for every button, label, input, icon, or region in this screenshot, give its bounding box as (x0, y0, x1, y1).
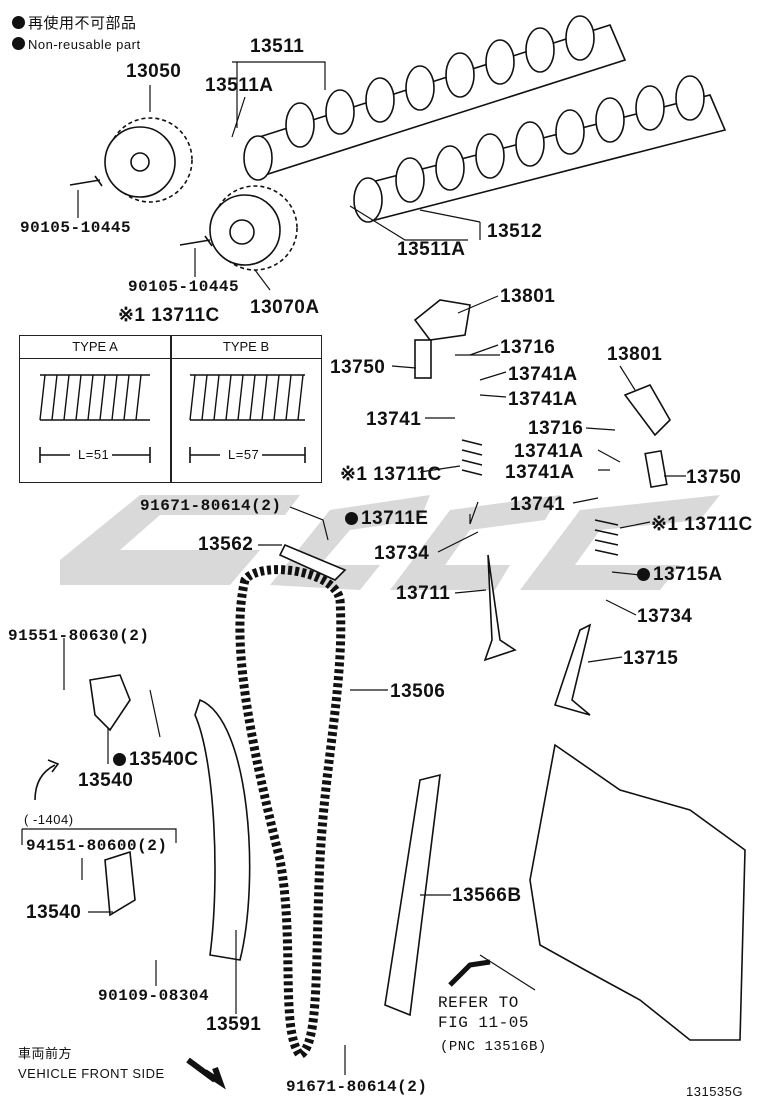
label-13741-2: 13741 (510, 494, 566, 515)
rocker-arm-13801-1 (413, 299, 471, 341)
label-13741a-3: 13741A (514, 441, 584, 462)
spring-type-a-drawing (39, 374, 150, 421)
label-13734-1: 13734 (374, 543, 430, 564)
rocker-arm-13801-2 (623, 383, 671, 437)
lash-adjuster-13750-1 (414, 339, 432, 379)
plate-13562 (278, 543, 347, 581)
label-13511a-top: 13511A (205, 75, 274, 96)
label-91551: 91551-80630(2) (8, 627, 150, 645)
label-13050: 13050 (126, 61, 182, 82)
label-13741a-1: 13741A (508, 364, 578, 385)
valve-13715 (553, 623, 592, 716)
label-13750-1: 13750 (330, 357, 386, 378)
label-13716-2: 13716 (528, 418, 584, 439)
label-13070a: 13070A (250, 297, 320, 318)
valve-spring-1 (461, 439, 483, 476)
label-94151: 94151-80600(2) (26, 837, 168, 855)
label-13566b: 13566B (452, 885, 522, 906)
label-13741a-2: 13741A (508, 389, 578, 410)
label-13715: 13715 (623, 648, 679, 669)
non-reusable-dot-icon (12, 16, 25, 29)
label-13741-1: 13741 (366, 409, 422, 430)
refer-to-line-2: FIG 11-05 (438, 1014, 529, 1032)
label-13711c-1: ※1 13711C (340, 464, 442, 485)
cam-gear-13070a-drawing (209, 185, 298, 271)
label-13591: 13591 (206, 1014, 262, 1035)
non-reusable-dot-icon (113, 753, 126, 766)
length-arrows (39, 447, 306, 463)
label-13715a: 13715A (637, 565, 723, 584)
non-reusable-dot-icon (345, 512, 358, 525)
type-a-length: L=51 (78, 447, 110, 462)
label-13506: 13506 (390, 681, 446, 702)
chain-guide-13591 (194, 698, 251, 961)
label-90105-2: 90105-10445 (128, 278, 240, 296)
label-13711c-2: ※1 13711C (651, 514, 753, 535)
figure-code: 131535G (686, 1084, 743, 1099)
label-13750-2: 13750 (686, 467, 742, 488)
label-13540-1: 13540 (78, 770, 134, 791)
type-b-header: TYPE B (171, 336, 321, 359)
label-13801-2: 13801 (607, 344, 663, 365)
chain-tensioner-13566b (384, 773, 441, 1017)
label-13734-2: 13734 (637, 606, 693, 627)
cam-gear-13050-drawing (104, 117, 193, 203)
spring-type-table: TYPE A TYPE B (19, 335, 322, 483)
table-divider (170, 336, 172, 482)
label-13511: 13511 (250, 36, 305, 57)
label-13711e: 13711E (345, 509, 428, 528)
refer-to-line-1: REFER TO (438, 994, 519, 1012)
vehicle-front-en: VEHICLE FRONT SIDE (18, 1066, 165, 1081)
label-13711: 13711 (396, 583, 451, 604)
camshaft-13511-drawing (243, 15, 627, 181)
type-b-length: L=57 (228, 447, 260, 462)
curved-arrow-icon (34, 759, 60, 801)
tensioner-13540 (89, 674, 131, 732)
label-13801-1: 13801 (500, 286, 556, 307)
bolt-90105-2 (179, 235, 213, 247)
valve-13711 (483, 554, 517, 662)
tensioner-13540-2 (104, 850, 136, 917)
label-13741a-4: 13741A (505, 462, 575, 483)
label-13540c: 13540C (113, 750, 199, 769)
timing-chain-13506 (235, 565, 346, 1061)
spring-table-title: ※1 13711C (118, 305, 220, 326)
oil-pipe (448, 959, 491, 987)
label-range: ( -1404) (24, 812, 74, 827)
leader-lines (21, 61, 686, 1075)
legend-non-reusable-jp: 再使用不可部品 (12, 16, 137, 31)
label-91671-2: 91671-80614(2) (286, 1078, 428, 1096)
legend-non-reusable-en: Non-reusable part (12, 37, 141, 51)
type-a-header: TYPE A (20, 336, 170, 359)
label-13562: 13562 (198, 534, 254, 555)
refer-to-line-3: (PNC 13516B) (440, 1039, 547, 1055)
label-91671-1: 91671-80614(2) (140, 497, 282, 515)
label-13511a-bottom: 13511A (397, 239, 466, 260)
label-90105-1: 90105-10445 (20, 219, 132, 237)
label-13512: 13512 (487, 221, 543, 242)
camshaft-13512-drawing (353, 75, 727, 223)
label-13716-1: 13716 (500, 337, 556, 358)
lash-adjuster-13750-2 (644, 449, 668, 489)
label-13540-2: 13540 (26, 902, 82, 923)
spring-type-b-drawing (189, 374, 305, 421)
non-reusable-dot-icon (637, 568, 650, 581)
vehicle-front-jp: 車両前方 (18, 1046, 73, 1061)
engine-block-drawing (529, 743, 746, 1041)
front-arrow-icon (186, 1057, 226, 1090)
non-reusable-dot-icon (12, 37, 25, 50)
bolt-90105-1 (69, 175, 103, 187)
label-90109: 90109-08304 (98, 987, 210, 1005)
valve-spring-2 (594, 519, 619, 556)
